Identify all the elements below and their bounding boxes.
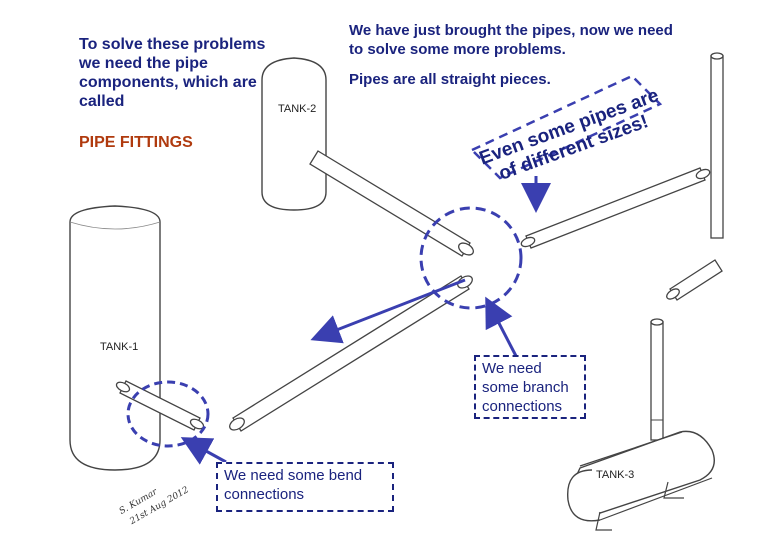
pipe-tank2-outlet: [309, 150, 474, 257]
pipe-long-diagonal: [229, 275, 473, 432]
bend-location-marker: [126, 380, 210, 448]
branch-location-marker: [419, 206, 523, 310]
sizes-callout-border: [469, 74, 663, 180]
tank-2-label: TANK-2: [278, 103, 316, 115]
pipe-tank1-outlet: [115, 380, 205, 431]
arrow-to-long-pipe: [310, 278, 466, 344]
tank-1: TANK-1: [69, 205, 161, 471]
pipe-fittings-heading: PIPE FITTINGS: [79, 134, 193, 151]
arrow-bend-callout: [180, 437, 227, 465]
tank-1-label: TANK-1: [100, 341, 138, 353]
intro-text: To solve these problems we need the pipe…: [79, 36, 266, 110]
arrow-branch-callout: [485, 296, 518, 357]
pipe-right-upper: [520, 167, 711, 249]
straight-pieces-text: Pipes are all straight pieces.: [349, 71, 551, 88]
pipe-right-short: [666, 259, 723, 301]
pipes-brought-text: We have just brought the pipes, now we n…: [349, 22, 673, 58]
branch-callout-box: We need some branch connections: [474, 355, 586, 419]
tank-3-label: TANK-3: [596, 469, 634, 481]
tank-3: TANK-3: [567, 430, 715, 531]
tank-2: TANK-2: [261, 57, 327, 211]
author-signature: S. Kumar 21st Aug 2012: [118, 485, 191, 527]
sizes-tilted-text: Even some pipes are of different sizes!: [477, 85, 662, 185]
bend-callout-box: We need some bend connections: [216, 462, 394, 512]
pipe-tank3-inlet: [650, 318, 664, 441]
pipe-right-vertical: [710, 52, 724, 239]
